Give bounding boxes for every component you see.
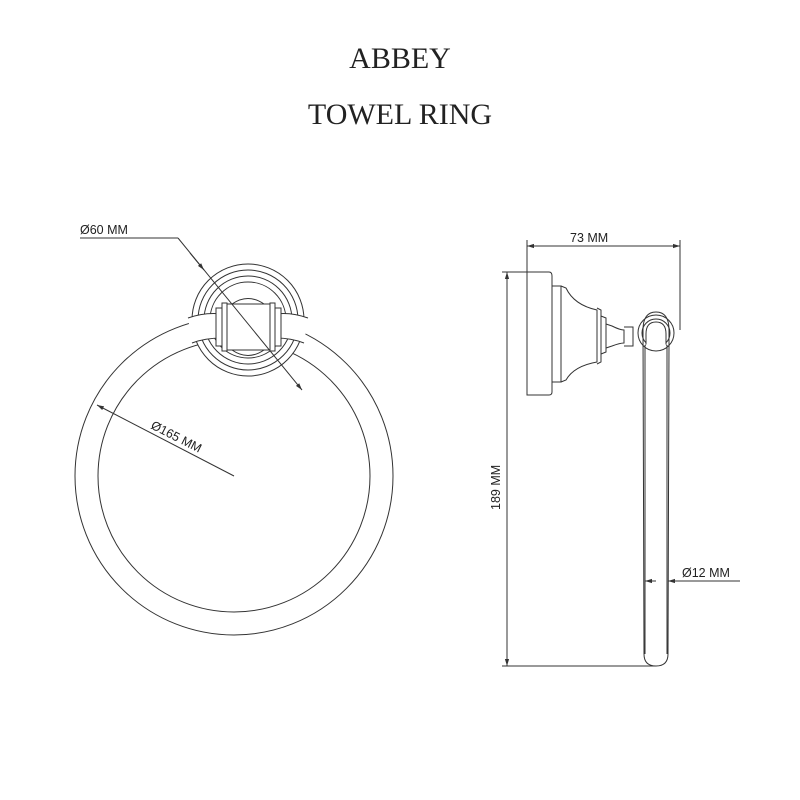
front-view: Ø60 MM Ø165 MM — [74, 223, 394, 636]
tube — [642, 311, 670, 667]
backplate — [526, 271, 553, 396]
height-label: 189 MM — [489, 465, 503, 510]
product-type: TOWEL RING — [307, 98, 493, 131]
product-name: ABBEY — [349, 42, 451, 75]
side-view: 73 MM 189 MM Ø12 MM — [489, 231, 740, 667]
tube-diameter-label: Ø12 MM — [682, 566, 730, 580]
projection-label: 73 MM — [570, 231, 608, 245]
rosette — [187, 263, 309, 377]
rosette-diameter-label: Ø60 MM — [80, 223, 128, 237]
ring-diameter-label: Ø165 MM — [149, 418, 204, 455]
